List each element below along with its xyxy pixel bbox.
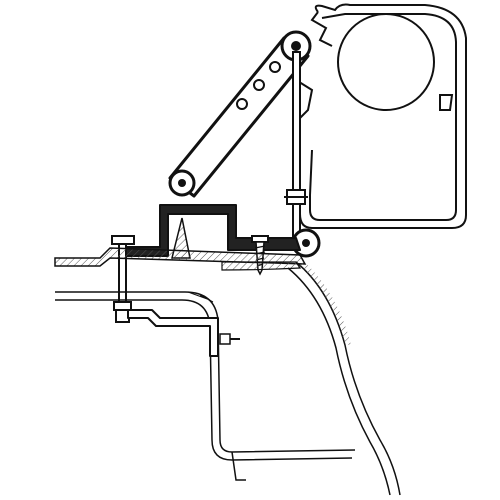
arm-pivot-bottom <box>168 169 196 197</box>
awning-housing <box>294 3 467 229</box>
clamp-bolt <box>111 235 135 323</box>
arm-pivot-top <box>280 30 312 62</box>
vehicle-body-wall <box>55 259 401 496</box>
roof-gutter <box>54 247 307 271</box>
l-bracket <box>127 309 240 357</box>
adjustable-arm <box>168 36 310 198</box>
awning-roller <box>337 13 435 111</box>
